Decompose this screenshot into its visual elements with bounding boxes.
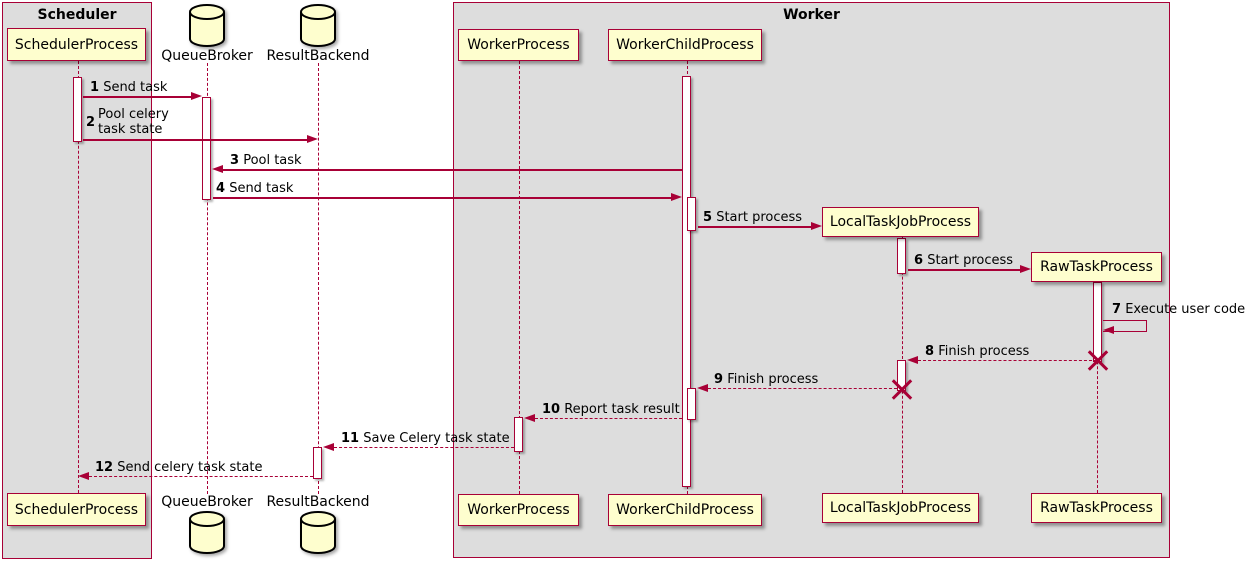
schedulerprocess-label: SchedulerProcess: [14, 36, 139, 53]
queuebroker-lifeline: [207, 63, 208, 494]
resultbackend-label-top: ResultBackend: [266, 48, 370, 64]
localtaskjobprocess-label: LocalTaskJobProcess: [829, 214, 972, 230]
message-4-arrowhead-icon: [671, 193, 682, 201]
message-5-arrowhead-icon: [811, 222, 822, 230]
message-4-label: 4 Send task: [216, 181, 294, 196]
message-8-label: 8 Finish process: [925, 344, 1030, 359]
message-11-line: [334, 447, 514, 448]
localtaskjobprocess-bottom-box: LocalTaskJobProcess: [822, 493, 979, 523]
message-1-label: 1 Send task: [90, 80, 168, 95]
message-3-line: [223, 169, 682, 171]
localtaskjobprocess-destroy-icon: [891, 378, 913, 400]
message-4-line: [213, 197, 671, 199]
message-8-line: [918, 360, 1097, 361]
rawtaskprocess-destroy-icon: [1087, 349, 1109, 371]
scheduler-frame-title: Scheduler: [37, 7, 117, 23]
workerchildprocess-label: WorkerChildProcess: [616, 37, 754, 53]
message-7-arrowhead-icon: [1103, 326, 1114, 334]
queuebroker-database-icon-top: [189, 4, 225, 47]
message-3-label: 3 Pool task: [230, 153, 302, 168]
message-2-number: 2: [86, 115, 96, 130]
queuebroker-label-top: QueueBroker: [161, 48, 253, 64]
message-2-label: Pool celery task state: [98, 107, 169, 137]
message-12-label: 12 Send celery task state: [95, 460, 263, 475]
workerprocess-top-box: WorkerProcess: [458, 29, 579, 61]
message-3-arrowhead-icon: [212, 165, 223, 173]
worker-frame-title: Worker: [783, 7, 840, 23]
message-5-label: 5 Start process: [703, 210, 803, 225]
schedulerprocess-lifeline: [78, 61, 79, 493]
message-9-line: [708, 388, 902, 389]
message-7-label: 7 Execute user code: [1112, 302, 1246, 317]
workerprocess-lifeline: [519, 61, 520, 494]
message-8-arrowhead-icon: [907, 356, 918, 364]
workerprocess-label-bottom: WorkerProcess: [467, 502, 570, 518]
rawtaskprocess-label: RawTaskProcess: [1040, 259, 1153, 275]
localtaskjobprocess-label-bottom: LocalTaskJobProcess: [829, 500, 972, 516]
message-9-label: 9 Finish process: [714, 372, 819, 387]
message-6-arrowhead-icon: [1020, 265, 1031, 273]
message-1-line: [83, 96, 191, 98]
workerprocess-bottom-box: WorkerProcess: [458, 494, 579, 526]
message-10-label: 10 Report task result: [542, 402, 680, 417]
message-12-line: [89, 476, 313, 477]
schedulerprocess-label-bottom: SchedulerProcess: [14, 501, 139, 518]
workerchildprocess-activation-nested-1: [687, 197, 696, 231]
message-5-line: [698, 226, 811, 228]
workerchildprocess-top-box: WorkerChildProcess: [608, 29, 762, 61]
queuebroker-activation: [202, 97, 211, 200]
workerprocess-label: WorkerProcess: [467, 37, 570, 53]
rawtaskprocess-bottom-box: RawTaskProcess: [1031, 493, 1162, 523]
resultbackend-database-icon-top: [300, 4, 336, 47]
resultbackend-label-bottom: ResultBackend: [266, 494, 370, 510]
resultbackend-database-icon-bottom: [300, 511, 336, 554]
rawtaskprocess-label-bottom: RawTaskProcess: [1040, 500, 1153, 516]
message-7-self-loop: [1103, 320, 1147, 332]
message-11-arrowhead-icon: [323, 443, 334, 451]
resultbackend-lifeline: [318, 63, 319, 494]
resultbackend-activation: [313, 447, 322, 479]
workerchildprocess-activation-nested-2: [687, 388, 696, 420]
message-1-arrowhead-icon: [191, 92, 202, 100]
rawtaskprocess-created-box: RawTaskProcess: [1031, 252, 1162, 282]
message-9-arrowhead-icon: [697, 384, 708, 392]
message-10-arrowhead-icon: [524, 414, 535, 422]
message-12-arrowhead-icon: [78, 472, 89, 480]
schedulerprocess-top-box: SchedulerProcess: [7, 28, 146, 61]
message-11-label: 11 Save Celery task state: [341, 431, 510, 446]
message-6-label: 6 Start process: [914, 253, 1014, 268]
workerchildprocess-bottom-box: WorkerChildProcess: [608, 494, 762, 526]
rawtaskprocess-lifeline: [1097, 282, 1098, 493]
message-2-arrowhead-icon: [307, 135, 318, 143]
schedulerprocess-activation: [73, 77, 82, 142]
queuebroker-label-bottom: QueueBroker: [161, 494, 253, 510]
localtaskjobprocess-created-box: LocalTaskJobProcess: [822, 207, 979, 237]
message-6-line: [908, 269, 1020, 271]
schedulerprocess-bottom-box: SchedulerProcess: [7, 493, 146, 526]
workerchildprocess-label-bottom: WorkerChildProcess: [616, 502, 754, 518]
workerchildprocess-activation-main: [682, 76, 691, 487]
workerprocess-activation: [514, 417, 523, 452]
message-2-line: [83, 139, 307, 141]
localtaskjobprocess-activation-1: [897, 238, 906, 274]
queuebroker-database-icon-bottom: [189, 511, 225, 554]
message-10-line: [535, 418, 682, 419]
